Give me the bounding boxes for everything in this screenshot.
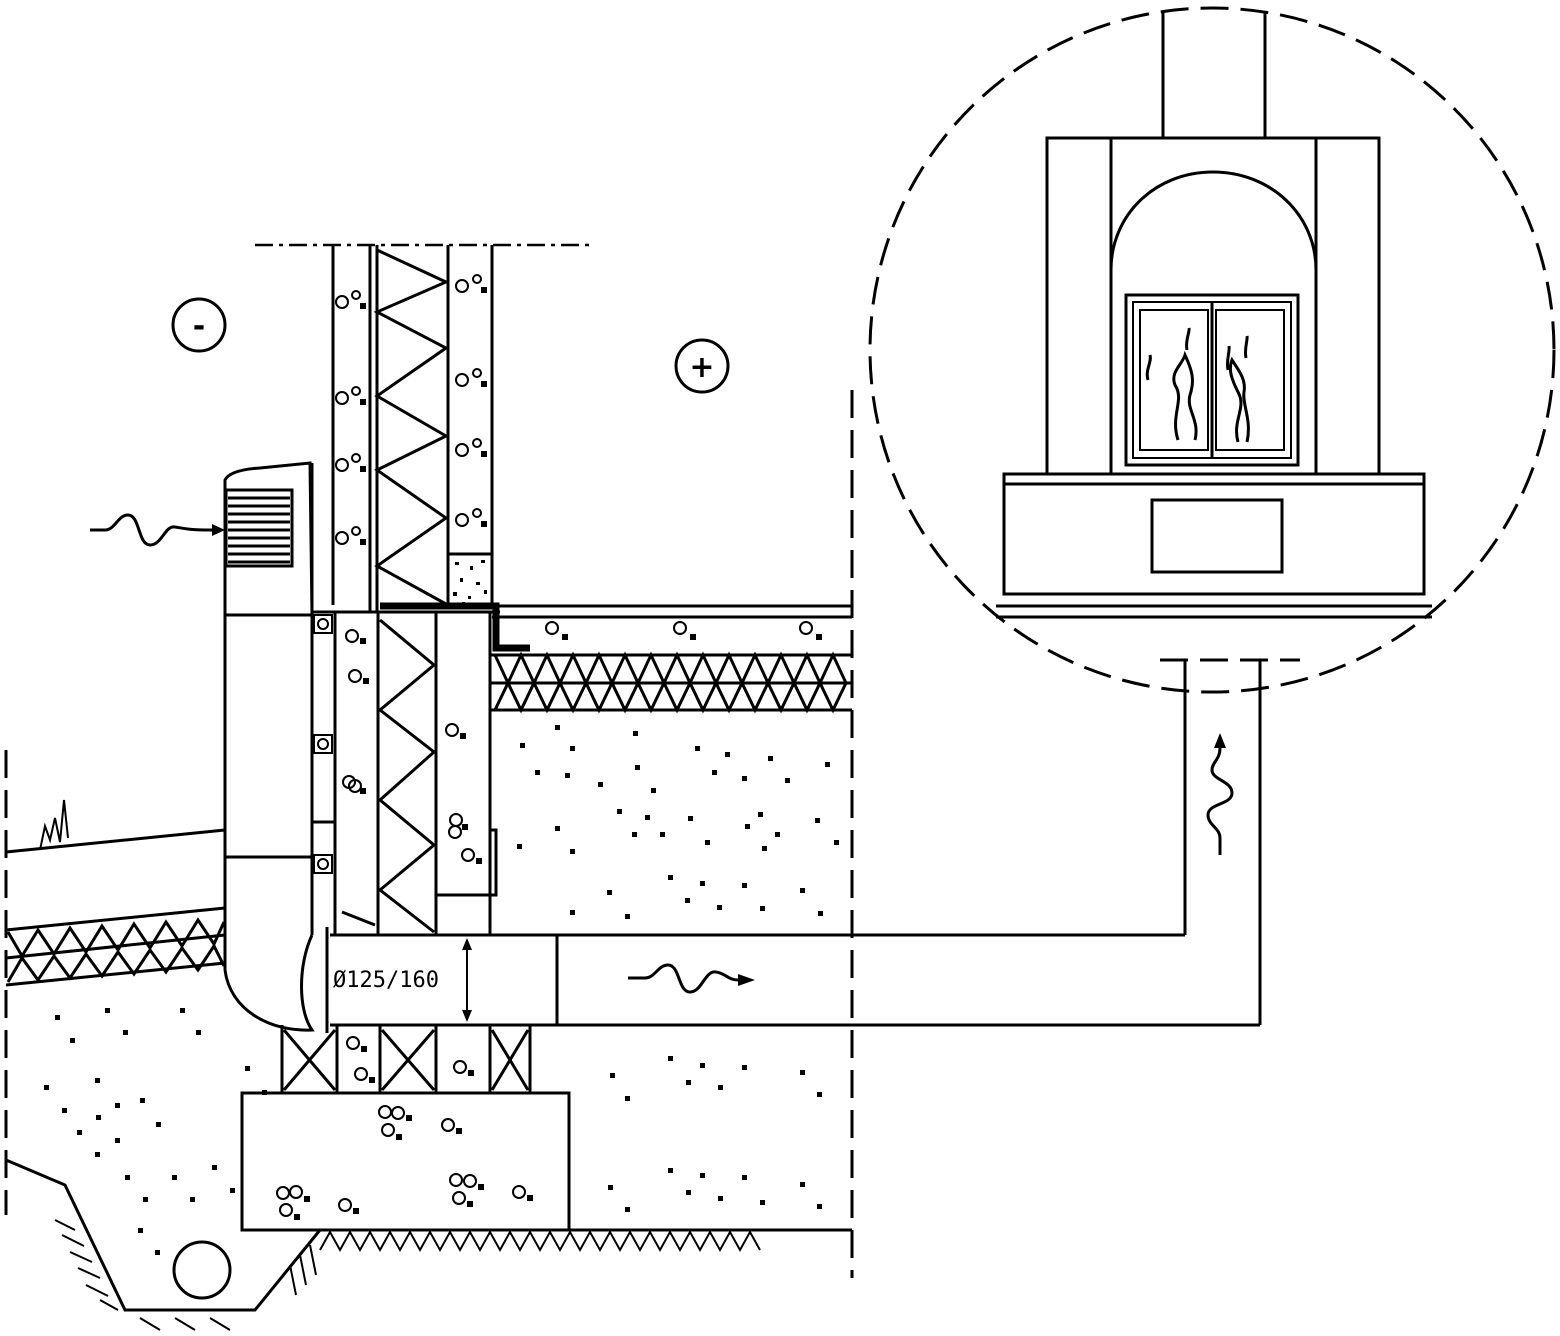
wall-aggregate-left — [335, 290, 366, 545]
ground-hatch — [319, 1229, 761, 1253]
gravel-fill — [517, 725, 839, 919]
air-duct: Ø125/160 — [223, 660, 1262, 1033]
inside-sign-text: + — [689, 350, 714, 385]
exterior-ground — [5, 799, 226, 987]
floor-slab — [380, 602, 852, 714]
outside-sign-text: - — [193, 309, 205, 344]
air-intake-vent — [223, 461, 314, 617]
subsoil — [608, 1056, 822, 1212]
air-flow-arrow-up — [1206, 733, 1234, 855]
upper-wall — [331, 245, 494, 612]
plinth-wall — [223, 463, 500, 970]
outside-sign: - — [171, 297, 227, 353]
duct-diameter-label: Ø125/160 — [333, 968, 439, 993]
wall-aggregate-right — [455, 274, 487, 527]
air-flow-arrow-in — [90, 513, 225, 547]
inside-sign: + — [674, 338, 730, 394]
foundation-footing — [240, 1025, 571, 1232]
exterior-soil — [44, 1008, 267, 1255]
drainage-trench — [5, 1158, 322, 1331]
fireplace-detail — [868, 6, 1556, 694]
wall-fixings — [313, 614, 333, 874]
